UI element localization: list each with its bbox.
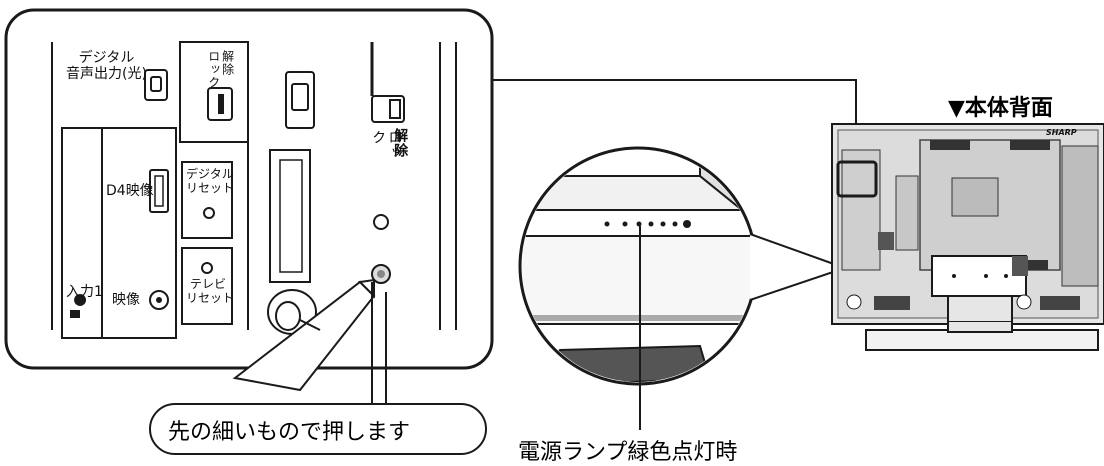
- lock-slider-knob: [389, 99, 401, 119]
- tv-reset-block: [181, 247, 233, 325]
- d4-port-inner: [154, 175, 164, 207]
- digital-audio-out-label: デジタル 音声出力(光): [66, 50, 147, 83]
- round-connector-inner: [275, 301, 301, 331]
- press-instruction-caption: 先の細いもので押します: [168, 420, 411, 445]
- input1-label: 入力1: [66, 284, 103, 300]
- tv-reset-label: テレビ リセット: [186, 277, 235, 305]
- dsub-port: [269, 149, 311, 283]
- sharp-brand-logo: SHARP: [1046, 128, 1077, 137]
- power-lamp-caption: 電源ランプ緑色点灯時: [518, 440, 738, 465]
- digital-reset-hole: [203, 207, 215, 219]
- optical-port-2-inner: [291, 83, 309, 111]
- d4-video-label: D4映像: [106, 183, 154, 199]
- callout-leader-line: [492, 79, 857, 160]
- dsub-port-inner: [279, 159, 303, 273]
- lamp-zoom-content: [522, 150, 754, 382]
- lock-label: ロック: [370, 130, 403, 160]
- release-label: 解除: [392, 128, 409, 158]
- optical-port-2: [285, 71, 315, 129]
- video-label: 映像: [112, 292, 140, 308]
- tv-rear-view: [831, 123, 1104, 351]
- optical-port-inner: [150, 76, 162, 92]
- pen-band: [299, 319, 321, 331]
- digital-reset-label: デジタル リセット: [186, 167, 235, 195]
- lock-release-small-label: 解除 ロック: [206, 50, 235, 89]
- optical-port: [144, 69, 168, 101]
- input1-icon: [70, 294, 87, 318]
- video-jack-center: [156, 297, 162, 303]
- press-instruction-bubble: [149, 403, 487, 455]
- pen-tip: [357, 278, 375, 299]
- rear-view-caption: ▼本体背面: [948, 96, 1053, 121]
- small-lock-knob: [218, 94, 224, 114]
- tv-reset-hole: [201, 262, 213, 274]
- digital-reset-block: [181, 161, 233, 239]
- tv-reset-button-center: [377, 270, 385, 278]
- zoom-pointer: [749, 233, 849, 301]
- small-hole: [373, 214, 389, 230]
